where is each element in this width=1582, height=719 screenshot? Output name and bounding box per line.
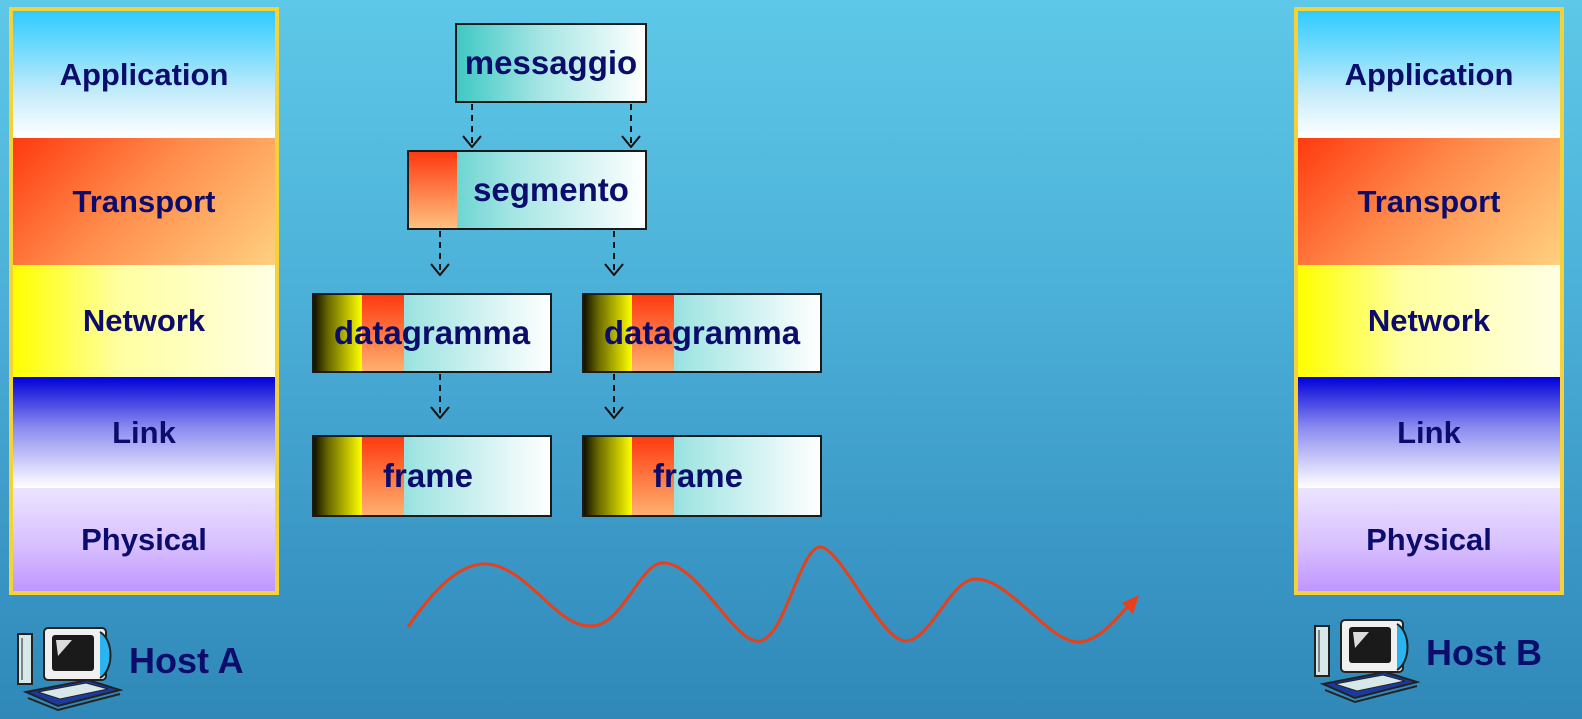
frame-box-left: frame — [312, 435, 552, 517]
host-b-transport-layer: Transport — [1298, 138, 1560, 265]
host-b-application-layer: Application — [1298, 11, 1560, 138]
host-a-transport-layer: Transport — [13, 138, 275, 265]
host-a-link-layer: Link — [13, 377, 275, 488]
host-b-link-layer: Link — [1298, 377, 1560, 488]
message-box: messaggio — [455, 23, 647, 103]
host-b-network-layer: Network — [1298, 265, 1560, 377]
signal-arrowhead — [1122, 595, 1139, 614]
host-b-physical-layer: Physical — [1298, 488, 1560, 591]
host-a-application-layer: Application — [13, 11, 275, 138]
datagram-box-left: datagramma — [312, 293, 552, 373]
transport-header — [362, 295, 404, 371]
host-b-stack: Application Transport Network Link Physi… — [1294, 7, 1564, 595]
network-header — [314, 295, 362, 371]
transport-header — [409, 152, 457, 228]
host-a-stack: Application Transport Network Link Physi… — [9, 7, 279, 595]
segment-box: segmento — [407, 150, 647, 230]
transport-header — [632, 437, 674, 515]
link-header — [314, 437, 362, 515]
network-header — [584, 295, 632, 371]
host-a-physical-layer: Physical — [13, 488, 275, 591]
datagram-box-right: datagramma — [582, 293, 822, 373]
link-header — [584, 437, 632, 515]
host-a-label: Host A — [129, 640, 244, 681]
host-a-network-layer: Network — [13, 265, 275, 377]
computer-icon — [17, 627, 124, 712]
transport-header — [362, 437, 404, 515]
transport-header — [632, 295, 674, 371]
signal-wave — [406, 545, 1132, 644]
frame-box-right: frame — [582, 435, 822, 517]
computer-icon — [1314, 619, 1421, 704]
host-b-label: Host B — [1426, 632, 1542, 673]
